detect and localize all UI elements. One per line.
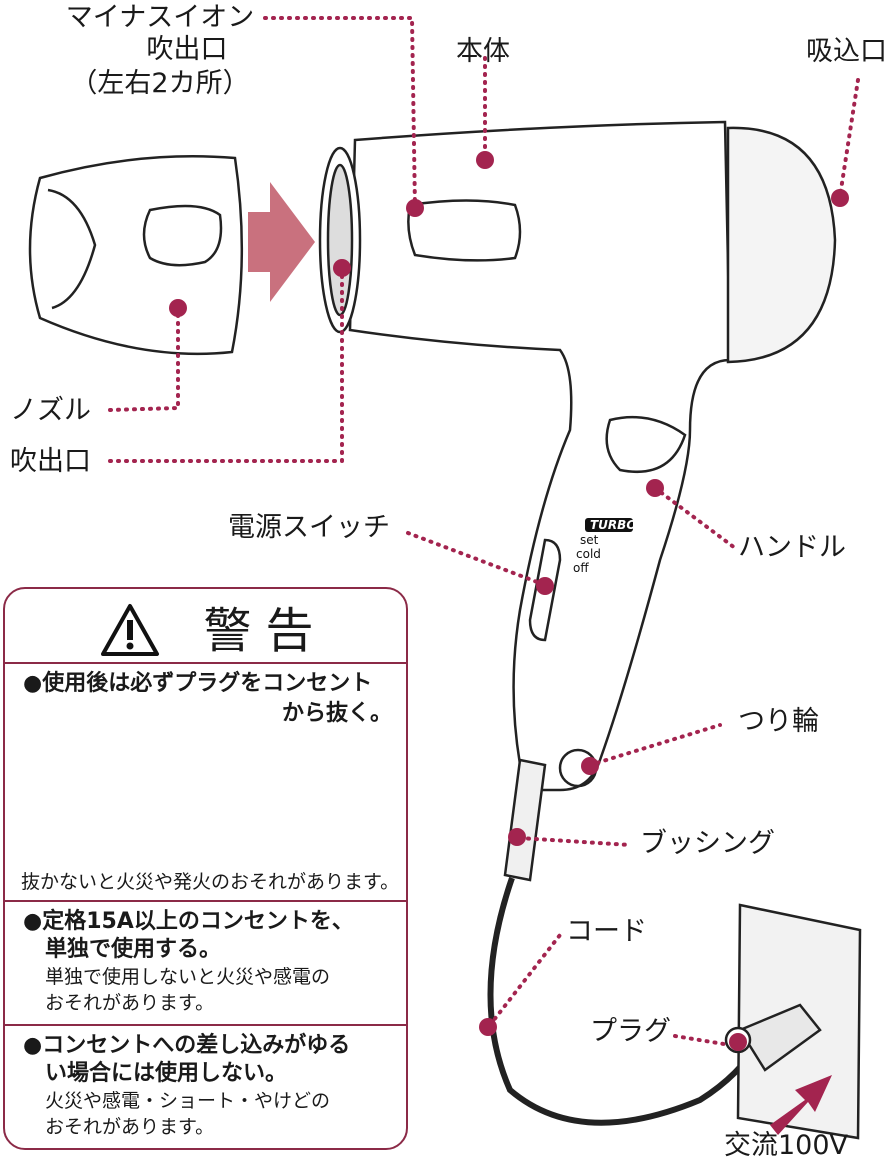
- warning-item-3-heading: ●コンセントへの差し込みがゆる: [23, 1033, 351, 1058]
- warning-item-1-heading: ●使用後は必ずプラグをコンセント: [23, 671, 373, 696]
- label-minus-ion-note: （左右2カ所）: [70, 68, 250, 99]
- attach-arrow: [248, 182, 315, 302]
- warning-item-2-body: 単独で使用しないと火災や感電の: [45, 966, 331, 988]
- switch-label-cold: cold: [576, 547, 601, 561]
- warning-triangle-icon: [101, 604, 159, 656]
- marker-dots: [169, 151, 849, 1051]
- warning-title: 警告: [203, 603, 328, 659]
- label-nozzle: ノズル: [10, 395, 91, 426]
- wall-outlet-illustration: [724, 903, 862, 1140]
- label-hanging-ring: つり輪: [738, 706, 819, 737]
- warning-item-1: ●使用後は必ずプラグをコンセント から抜く。 抜かないと火災や発火のおそれがあり…: [5, 662, 406, 902]
- warning-item-3: ●コンセントへの差し込みがゆる い場合には使用しない。 火災や感電・ショート・や…: [5, 1024, 406, 1150]
- warning-item-2-heading: ●定格15A以上のコンセントを、: [23, 909, 354, 934]
- label-power-switch: 電源スイッチ: [228, 512, 390, 543]
- switch-label-set: set: [580, 533, 599, 547]
- label-plug: プラグ: [590, 1016, 671, 1047]
- label-bushing: ブッシング: [640, 828, 775, 859]
- nozzle-illustration: [28, 154, 244, 356]
- label-cord: コード: [566, 916, 647, 947]
- warning-item-1-heading-cont: から抜く。: [281, 701, 392, 726]
- warning-box: 警告 ●使用後は必ずプラグをコンセント から抜く。 抜かないと火災や発火のおそれ…: [3, 587, 408, 1150]
- label-body: 本体: [456, 36, 510, 67]
- leader-lines: [108, 16, 860, 1047]
- label-outlet: 吹出口: [10, 446, 91, 477]
- warning-item-2-body-cont: おそれがあります。: [45, 992, 215, 1014]
- switch-label-off: off: [573, 561, 589, 575]
- switch-position-labels: TURBO set cold off: [573, 518, 637, 575]
- warning-item-3-body: 火災や感電・ショート・やけどの: [45, 1090, 331, 1112]
- label-intake: 吸込口: [806, 36, 887, 67]
- warning-item-3-heading-cont: い場合には使用しない。: [45, 1061, 288, 1086]
- label-minus-ion-outlet: 吹出口: [146, 34, 228, 65]
- label-ac-power: 交流100V: [724, 1130, 849, 1161]
- warning-item-2-heading-cont: 単独で使用する。: [45, 937, 222, 962]
- warning-item-3-body-cont: おそれがあります。: [45, 1116, 215, 1138]
- switch-label-turbo: TURBO: [590, 518, 637, 532]
- cord-illustration: [487, 877, 763, 1126]
- warning-item-1-body: 抜かないと火災や発火のおそれがあります。: [21, 871, 400, 893]
- warning-item-2: ●定格15A以上のコンセントを、 単独で使用する。 単独で使用しないと火災や感電…: [5, 900, 406, 1026]
- label-handle: ハンドル: [738, 532, 846, 563]
- label-minus-ion: マイナスイオン: [65, 2, 255, 33]
- dryer-body-illustration: [318, 120, 837, 882]
- insert-arrow: [770, 1075, 832, 1135]
